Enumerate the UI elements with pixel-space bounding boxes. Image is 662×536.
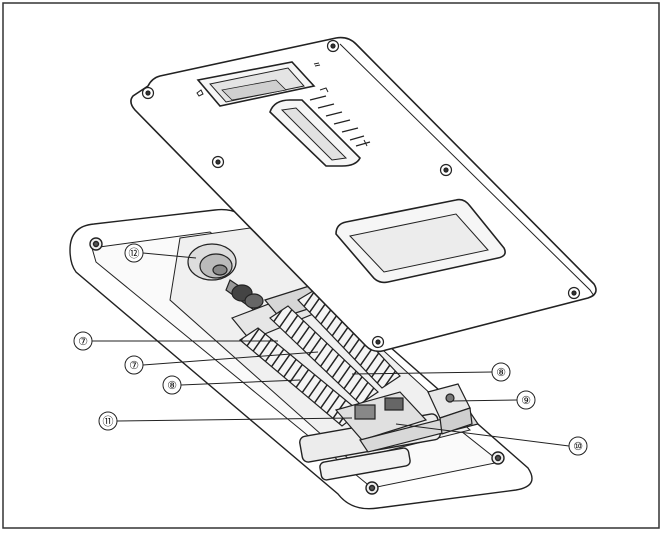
callout-11: ⑪ bbox=[98, 411, 118, 431]
callout-8-right-label: ⑧ bbox=[496, 366, 506, 379]
spring-right bbox=[297, 287, 401, 389]
latch-block bbox=[427, 383, 473, 435]
cover-screw-holes bbox=[141, 39, 581, 349]
upper-window bbox=[196, 61, 316, 107]
callout-12-label: ⑫ bbox=[129, 247, 140, 260]
marking-glyphs bbox=[196, 62, 368, 147]
callout-12: ⑫ bbox=[124, 243, 144, 263]
callout-7-upper-label: ⑦ bbox=[78, 335, 88, 348]
callout-7-upper: ⑦ bbox=[73, 331, 93, 351]
roller-knob bbox=[187, 243, 264, 311]
callout-10-label: ⑩ bbox=[573, 440, 583, 453]
lower-window bbox=[335, 198, 506, 284]
callout-11-label: ⑪ bbox=[103, 415, 114, 428]
callout-8-left: ⑧ bbox=[162, 375, 182, 395]
callout-7-lower: ⑦ bbox=[124, 355, 144, 375]
callout-10: ⑩ bbox=[568, 436, 588, 456]
cover-plate bbox=[130, 36, 597, 353]
callout-7-lower-label: ⑦ bbox=[129, 359, 139, 372]
leader-lines bbox=[92, 252, 570, 447]
callout-9: ⑨ bbox=[516, 390, 536, 410]
spring-middle bbox=[269, 305, 379, 405]
callout-9-label: ⑨ bbox=[521, 394, 531, 407]
callout-8-left-label: ⑧ bbox=[167, 379, 177, 392]
scale-ticks bbox=[309, 95, 371, 147]
slider-slot bbox=[269, 99, 361, 167]
callout-8-right: ⑧ bbox=[491, 362, 511, 382]
